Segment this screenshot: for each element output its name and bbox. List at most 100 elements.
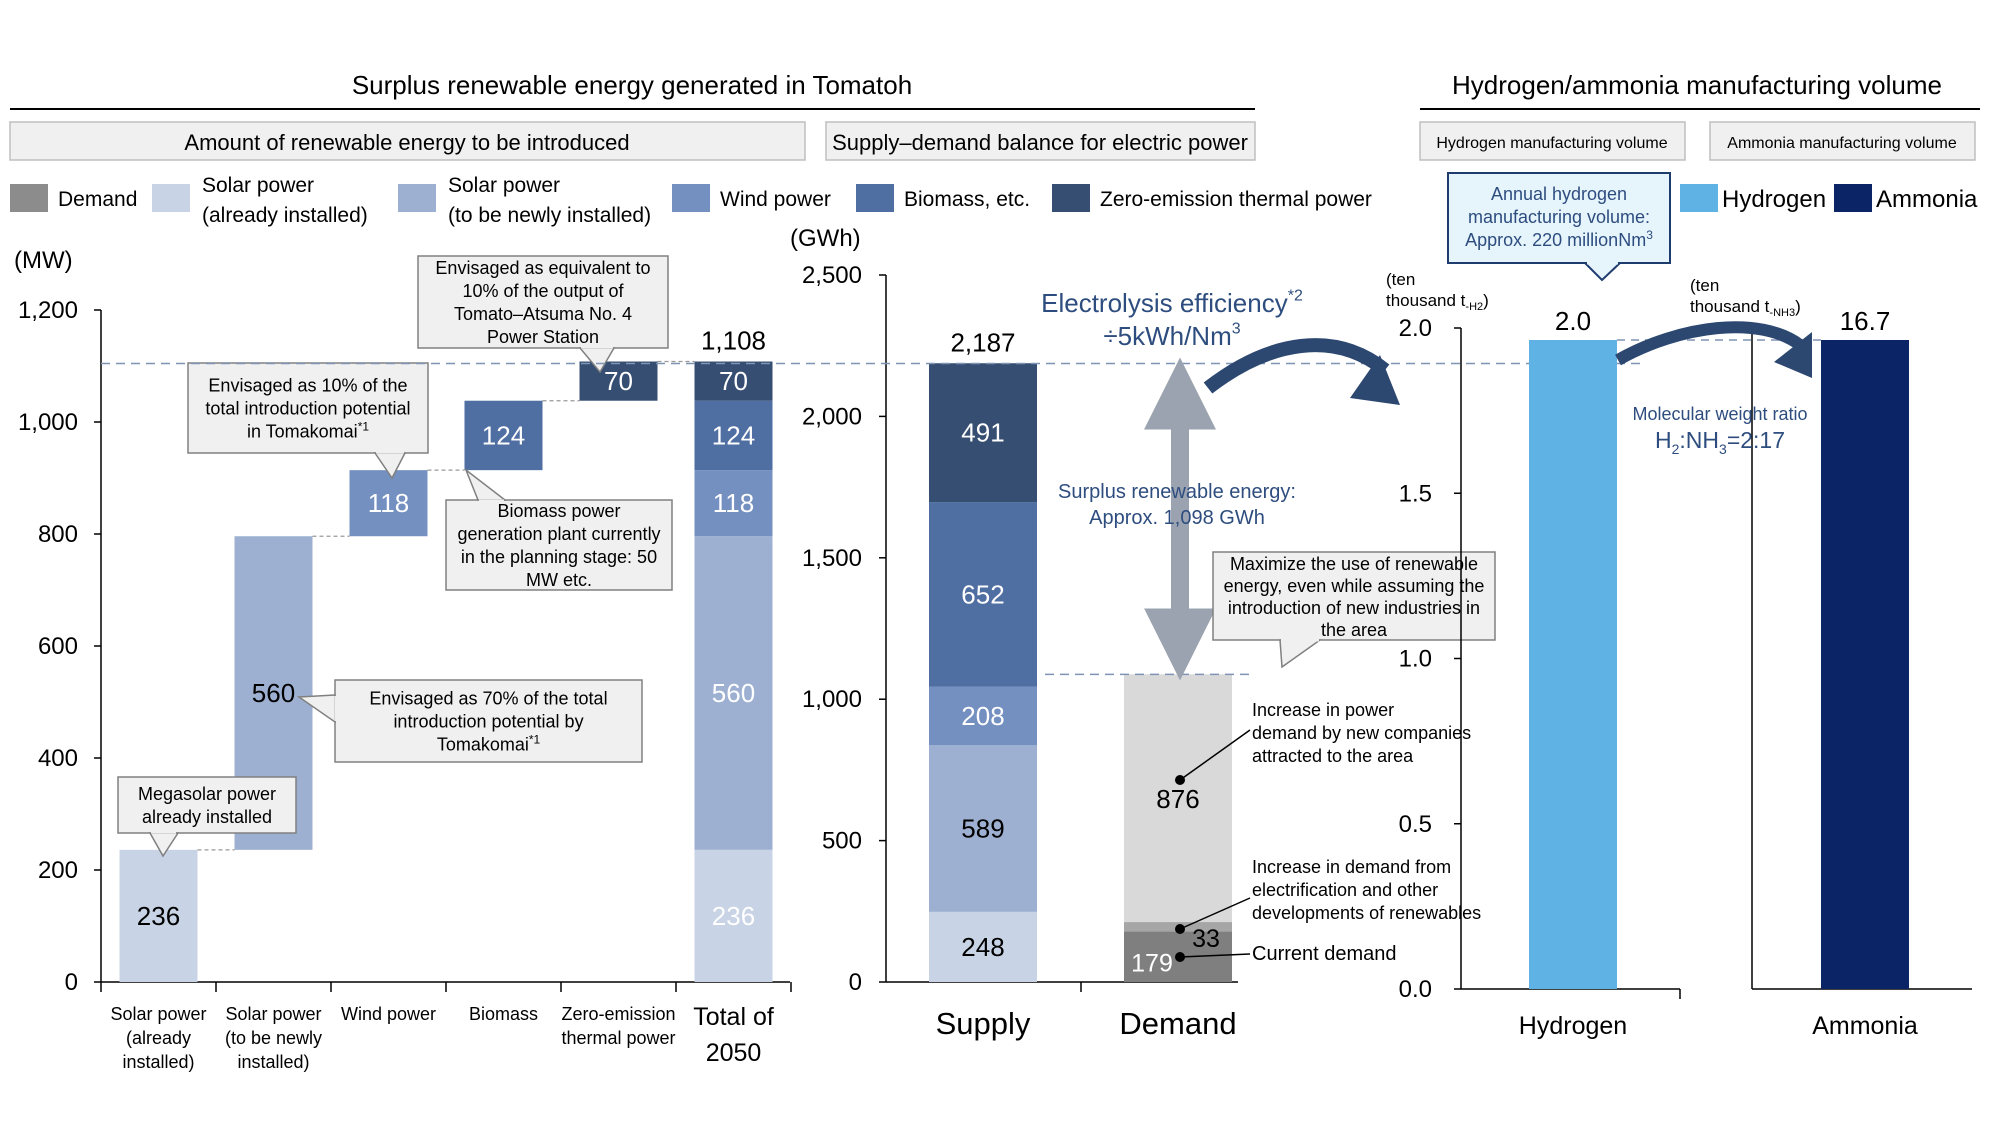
total-segment-solar_installed <box>694 849 773 982</box>
electrolysis-group: Electrolysis efficiency*2÷5kWh/Nm3 <box>1041 287 1303 351</box>
y-tick-label-3: 1.5 <box>1399 480 1432 507</box>
waterfall-bar-wind <box>349 470 428 537</box>
demand-segment-demand_light <box>1124 674 1232 923</box>
ratio-note-title: Molecular weight ratio <box>1632 404 1807 424</box>
supply-total-label: 2,187 <box>950 328 1015 358</box>
waterfall-bar-zero_emission <box>579 361 658 401</box>
supply-segment-wind <box>929 686 1037 746</box>
electrolysis-rate: ÷5kWh/Nm3 <box>1103 320 1240 351</box>
category-label-ammonia: Ammonia <box>1812 1012 1918 1040</box>
legend-label-hydrogen: Hydrogen <box>1722 186 1826 213</box>
total-segment-value-solar_installed: 236 <box>712 901 755 931</box>
ammonia-header-label: Ammonia manufacturing volume <box>1727 135 1957 152</box>
total-segment-value-biomass: 124 <box>712 420 755 450</box>
legend-label-demand: Demand <box>58 188 137 211</box>
y-axis-label-gwh: (GWh) <box>790 225 861 252</box>
callout-biomass-pointer <box>464 467 508 501</box>
total-segment-biomass <box>694 400 773 471</box>
waterfall-bar-solar_installed <box>119 849 198 982</box>
waterfall-bar-biomass <box>464 400 543 471</box>
surplus-label: Surplus renewable energy:Approx. 1,098 G… <box>1058 481 1296 529</box>
electrolysis-curved-arrow <box>1203 338 1390 394</box>
callout-solar-new-box <box>334 679 643 763</box>
legend-swatch-solar_installed <box>152 184 190 212</box>
y-tick-label-2: 1,000 <box>802 686 862 713</box>
waterfall-value-solar_new: 560 <box>252 678 295 708</box>
conversion-curved-arrow <box>1615 321 1804 366</box>
balance-header-label: Supply–demand balance for electric power <box>832 130 1248 155</box>
legend-swatch-hydrogen <box>1680 184 1718 212</box>
introduced-header-label: Amount of renewable energy to be introdu… <box>184 130 629 155</box>
maximize-note-box <box>1212 551 1496 641</box>
callout-megasolar-box <box>117 776 297 834</box>
callout-wind-box <box>187 362 429 454</box>
legend-label-zero_emission: Zero-emission thermal power <box>1100 188 1372 211</box>
value-label-hydrogen: 2.0 <box>1555 306 1591 336</box>
y-tick-label-3: 0.5 <box>1399 811 1432 838</box>
y-tick-label: 400 <box>38 745 78 772</box>
supply-value-wind: 208 <box>961 701 1004 731</box>
y-axis-label-mw: (MW) <box>14 247 73 274</box>
left-section-title: Surplus renewable energy generated in To… <box>352 70 912 100</box>
total-segment-value-solar_new: 560 <box>712 678 755 708</box>
callout-zero-emission-box <box>417 255 669 349</box>
legend-swatch-ammonia <box>1834 184 1872 212</box>
ammonia-header-box <box>1709 121 1976 161</box>
maximize-note-pointer <box>1279 639 1323 669</box>
leader-electrification <box>1179 897 1251 930</box>
supply-segment-zero_emission <box>929 363 1037 503</box>
legend-swatch-wind <box>672 184 710 212</box>
waterfall-value-wind: 118 <box>368 488 409 518</box>
category-label: Biomass <box>469 1004 538 1024</box>
supply-segment-solar_new <box>929 745 1037 912</box>
legend-swatch-solar_new <box>398 184 436 212</box>
supply-value-zero_emission: 491 <box>961 418 1004 448</box>
waterfall-value-solar_installed: 236 <box>137 901 180 931</box>
annual-note-box <box>1447 172 1671 264</box>
y-tick-label: 200 <box>38 857 78 884</box>
y-tick-label-2: 500 <box>822 828 862 855</box>
category-label-hydrogen: Hydrogen <box>1519 1012 1627 1040</box>
y-tick-label-3: 2.0 <box>1399 315 1432 342</box>
legend-label-solar_new: Solar power(to be newly installed) <box>448 174 651 227</box>
legend-label-wind: Wind power <box>720 188 831 211</box>
y-tick-label: 600 <box>38 633 78 660</box>
category-label: Wind power <box>341 1004 436 1024</box>
demand-value-new-companies: 876 <box>1156 784 1199 814</box>
y-tick-label-3: 0.0 <box>1399 976 1432 1003</box>
leader-dot-current <box>1175 952 1185 962</box>
balance-header-box <box>825 121 1256 161</box>
total-segment-solar_new <box>694 536 773 850</box>
value-label-ammonia: 16.7 <box>1840 306 1891 336</box>
callout-biomass-box <box>445 499 673 591</box>
y-tick-label: 1,000 <box>18 409 78 436</box>
demand-value-current: 179 <box>1131 950 1173 978</box>
y-tick-label-2: 2,500 <box>802 262 862 289</box>
total-segment-wind <box>694 470 773 537</box>
total-segment-value-wind: 118 <box>713 488 754 518</box>
leader-dot-new-companies <box>1175 775 1185 785</box>
annual-note-pointer <box>1582 262 1623 282</box>
electrolysis-arrowhead <box>1350 355 1400 405</box>
leader-new-companies <box>1179 729 1251 781</box>
bar-hydrogen <box>1529 340 1617 989</box>
category-label-supply: Supply <box>936 1006 1031 1041</box>
leader-current <box>1179 953 1251 958</box>
leader-dot-electrification <box>1175 924 1185 934</box>
total-segment-zero_emission <box>694 361 773 401</box>
supply-segment-solar_installed <box>929 911 1037 982</box>
y-tick-label-2: 1,500 <box>802 545 862 572</box>
supply-demand-chart: (GWh)05001,0001,5002,0002,50024858920865… <box>101 225 1640 1041</box>
